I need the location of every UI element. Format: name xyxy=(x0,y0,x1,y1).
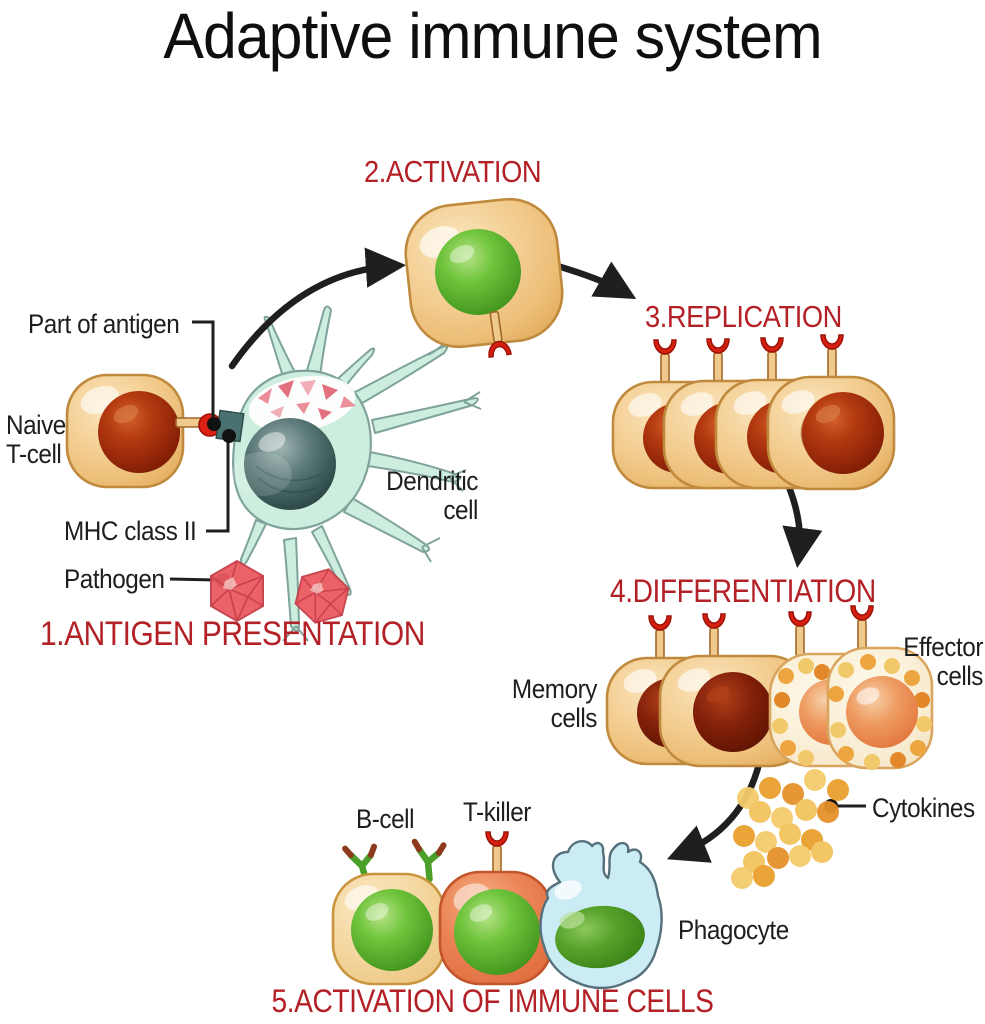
connector-dot-antigen xyxy=(207,417,221,431)
activated-t-cell-illustration xyxy=(404,197,564,358)
pathogen-label: Pathogen xyxy=(64,564,165,594)
effector-cells-illustration xyxy=(768,605,934,770)
cytokines-illustration xyxy=(731,769,849,889)
activated-nucleus xyxy=(435,229,521,315)
connector-dot-mhc xyxy=(222,429,236,443)
dendritic-nucleus xyxy=(244,418,336,510)
pathogen-icon xyxy=(210,560,264,622)
label-connectors xyxy=(169,320,866,808)
effector-cells-label: Effector cells xyxy=(903,632,983,692)
phagocyte-label: Phagocyte xyxy=(678,915,789,945)
step1-heading: 1.ANTIGEN PRESENTATION xyxy=(40,615,425,653)
dendritic-cell-label: Dendritic cell xyxy=(386,466,478,526)
arrow-replication-to-differentiation xyxy=(782,483,823,568)
page-title: Adaptive immune system xyxy=(163,0,822,72)
replication-cells-illustration xyxy=(611,334,896,491)
t-killer-label: T-killer xyxy=(463,797,531,827)
step5-heading: 5.ACTIVATION OF IMMUNE CELLS xyxy=(271,983,714,1019)
step3-heading: 3.REPLICATION xyxy=(645,299,842,334)
step4-heading: 4.DIFFERENTIATION xyxy=(610,573,876,609)
t-cell-nucleus xyxy=(98,391,180,473)
naive-t-cell-illustration xyxy=(65,373,205,489)
dendritic-cell-illustration xyxy=(232,305,482,642)
t-killer-cell-illustration xyxy=(438,831,554,986)
mhc-class-ii-label: MHC class II xyxy=(64,516,197,546)
b-cell-label: B-cell xyxy=(356,804,415,834)
cytokines-label: Cytokines xyxy=(872,793,975,823)
part-of-antigen-label: Part of antigen xyxy=(28,309,180,339)
naive-t-cell-label: Naive T-cell xyxy=(6,410,66,470)
arrow-presentation-to-activation xyxy=(228,247,407,370)
step2-heading: 2.ACTIVATION xyxy=(364,154,542,189)
phagocyte-illustration xyxy=(539,840,663,990)
memory-cells-label: Memory cells xyxy=(511,674,598,734)
t-cell-receptor xyxy=(485,831,509,877)
arrow-differentiation-to-activation-of-cells xyxy=(666,756,764,863)
b-cell-illustration xyxy=(331,842,445,986)
antigen-fragments xyxy=(258,380,356,420)
